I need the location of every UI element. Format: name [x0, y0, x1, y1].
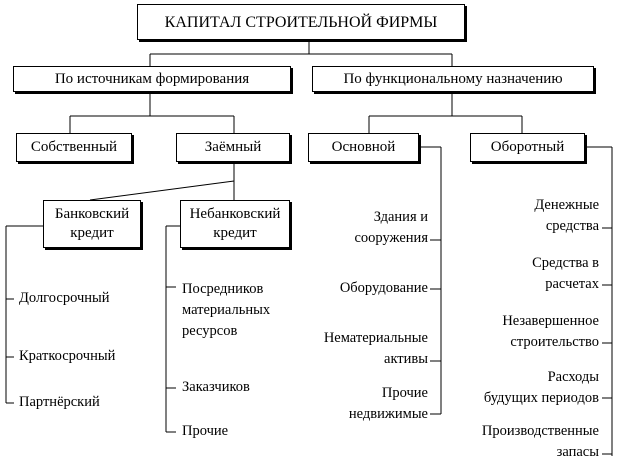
working-capital-box: Оборотный [470, 133, 585, 162]
nonbank-credit-box: Небанковский кредит [180, 200, 290, 248]
fixed-capital-label: Основной [331, 139, 396, 155]
source-category-box: По источникам формирования [13, 66, 291, 92]
working-item-construction-in-progress: Незавершенное строительство [502, 313, 599, 350]
own-capital-box: Собственный [16, 133, 132, 162]
borrowed-capital-label: Заёмный [204, 139, 262, 155]
nonbank-item-intermediaries: Посредников материальных ресурсов [182, 281, 271, 339]
working-item-inventories: Производственные запасы [481, 423, 599, 460]
working-capital-label: Оборотный [490, 139, 565, 155]
own-capital-label: Собственный [30, 139, 118, 155]
source-category-label: По источникам формирования [54, 70, 250, 87]
nonbank-item-other: Прочие [182, 423, 229, 439]
fixed-item-equipment: Оборудование [339, 280, 428, 296]
working-item-receivables: Средства в расчетах [532, 255, 599, 292]
function-category-label: По функциональному назначению [343, 70, 563, 87]
bank-credit-label: Банковский кредит [54, 206, 130, 241]
borrowed-capital-box: Заёмный [176, 133, 290, 162]
working-item-cash: Денежные средства [534, 197, 599, 234]
root-box: КАПИТАЛ СТРОИТЕЛЬНОЙ ФИРМЫ [137, 4, 465, 40]
fixed-item-buildings: Здания и сооружения [354, 209, 428, 246]
function-category-box: По функциональному назначению [312, 66, 594, 92]
bank-item-long-term: Долгосрочный [19, 290, 110, 306]
title: КАПИТАЛ СТРОИТЕЛЬНОЙ ФИРМЫ [164, 13, 438, 31]
nonbank-item-customers: Заказчиков [182, 379, 250, 395]
bank-item-partner: Партнёрский [19, 394, 100, 410]
working-item-deferred-expenses: Расходы будущих периодов [483, 369, 599, 406]
bank-credit-box: Банковский кредит [43, 200, 141, 248]
bank-item-short-term: Краткосрочный [19, 348, 116, 364]
nonbank-credit-label: Небанковский кредит [189, 206, 281, 241]
fixed-capital-box: Основной [308, 133, 419, 162]
fixed-item-intangible: Нематериальные активы [323, 330, 428, 367]
fixed-item-other-immovable: Прочие недвижимые [348, 385, 428, 422]
